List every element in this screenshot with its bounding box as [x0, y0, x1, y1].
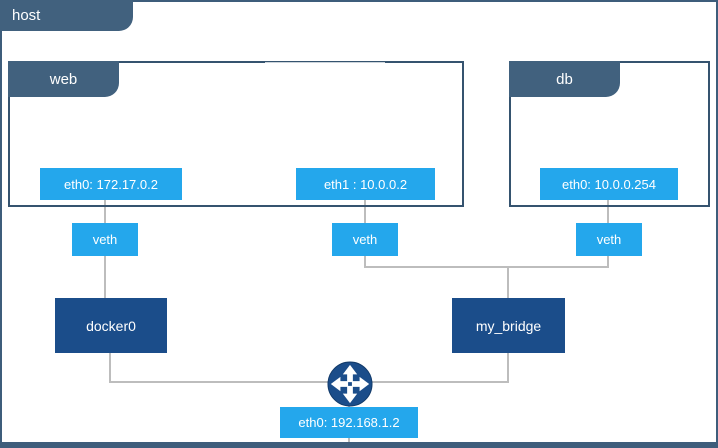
link-veth3-to-junction — [607, 256, 609, 268]
veth-badge-web-eth1: veth — [332, 223, 398, 256]
link-veth2-to-junction — [364, 256, 366, 268]
host-tab: host — [0, 0, 133, 31]
veth-badge-docker0: veth — [72, 223, 138, 256]
container-web-box — [8, 61, 464, 207]
container-db-tab: db — [509, 61, 620, 97]
host-frame-right — [716, 0, 718, 448]
docker0-bridge: docker0 — [55, 298, 167, 353]
link-docker0-down — [109, 353, 111, 383]
link-web-eth1-to-veth — [364, 200, 366, 223]
my-bridge: my_bridge — [452, 298, 565, 353]
host-label: host — [12, 7, 41, 24]
container-db-label: db — [556, 70, 573, 88]
link-docker0-to-router — [109, 381, 350, 383]
link-db-eth0-to-veth — [607, 200, 609, 223]
container-web-label: web — [49, 70, 78, 88]
host-eth0-badge: eth0: 192.168.1.2 — [280, 407, 418, 438]
link-router-to-host-eth0 — [348, 404, 350, 409]
container-web-tab: web — [8, 61, 119, 97]
db-eth0-badge: eth0: 10.0.0.254 — [540, 168, 678, 200]
link-my-bridge-down — [507, 353, 509, 383]
web-eth1-badge: eth1 : 10.0.0.2 — [296, 168, 435, 200]
host-frame-bottom-bar — [0, 442, 718, 448]
link-host-eth0-to-frame — [348, 437, 350, 443]
link-veth-to-docker0 — [104, 256, 106, 298]
white-overlay-artifact — [265, 62, 385, 100]
router-icon — [327, 361, 373, 407]
link-my-bridge-to-router — [350, 381, 509, 383]
link-web-eth0-to-veth — [104, 200, 106, 223]
host-frame-top — [0, 0, 718, 2]
host-frame-left — [0, 0, 2, 448]
link-junction-to-my-bridge — [507, 266, 509, 298]
web-eth0-badge: eth0: 172.17.0.2 — [40, 168, 182, 200]
link-junction-horizontal — [364, 266, 609, 268]
veth-badge-db: veth — [576, 223, 642, 256]
